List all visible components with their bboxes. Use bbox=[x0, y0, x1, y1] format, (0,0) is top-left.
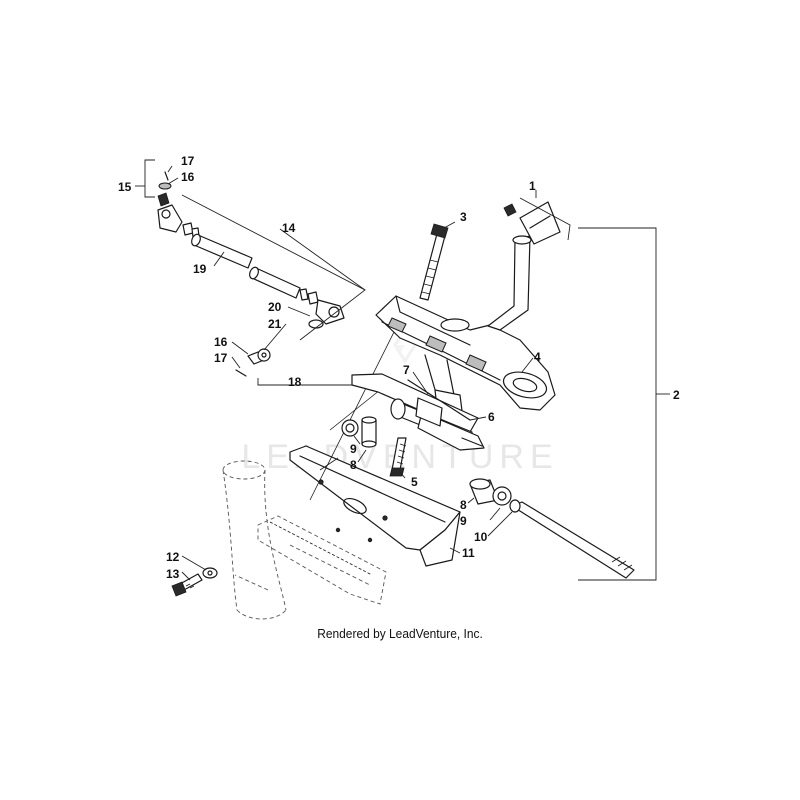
callout-4: 4 bbox=[534, 350, 541, 364]
callout-17-upper: 17 bbox=[181, 154, 195, 168]
tie-rod-assembly bbox=[157, 171, 345, 377]
bushing-set-lower bbox=[469, 478, 512, 506]
steering-head-body bbox=[375, 295, 556, 412]
callout-3: 3 bbox=[460, 210, 467, 224]
callout-19: 19 bbox=[193, 262, 207, 276]
callout-13: 13 bbox=[166, 567, 180, 581]
callout-12: 12 bbox=[166, 550, 180, 564]
upper-steering-shaft bbox=[487, 201, 561, 331]
callout-9-lower: 9 bbox=[460, 514, 467, 528]
shaft-clamp bbox=[351, 373, 485, 451]
callout-6: 6 bbox=[488, 410, 495, 424]
callout-18: 18 bbox=[288, 375, 302, 389]
callout-labels: 1 2 3 4 5 6 7 8 8 9 9 10 11 12 13 14 15 … bbox=[118, 154, 680, 581]
callout-17-lower: 17 bbox=[214, 351, 228, 365]
callout-7: 7 bbox=[403, 363, 410, 377]
bracket-bolt bbox=[389, 437, 407, 477]
callout-16-lower: 16 bbox=[214, 335, 228, 349]
callout-1: 1 bbox=[529, 179, 536, 193]
callout-15: 15 bbox=[118, 180, 132, 194]
callout-2: 2 bbox=[673, 388, 680, 402]
callout-9-upper: 9 bbox=[350, 442, 357, 456]
callout-21: 21 bbox=[268, 317, 282, 331]
callout-16-upper: 16 bbox=[181, 170, 195, 184]
callout-14: 14 bbox=[282, 221, 296, 235]
assembly-bracket-1 bbox=[519, 197, 571, 241]
mounting-bracket bbox=[257, 445, 461, 605]
assembly-bracket-15 bbox=[144, 159, 155, 198]
lower-steering-shaft bbox=[509, 499, 635, 579]
callout-8-lower: 8 bbox=[460, 498, 467, 512]
mount-hardware bbox=[171, 567, 218, 597]
callout-11: 11 bbox=[462, 546, 475, 560]
assembly-bracket-2 bbox=[578, 227, 657, 581]
long-bolt bbox=[419, 223, 449, 301]
callout-20: 20 bbox=[268, 300, 282, 314]
callout-8-upper: 8 bbox=[350, 458, 357, 472]
render-credit: Rendered by LeadVenture, Inc. bbox=[317, 626, 483, 641]
callout-10: 10 bbox=[474, 530, 488, 544]
steering-column-tube bbox=[222, 460, 287, 620]
leader-lines bbox=[167, 165, 534, 581]
callout-5: 5 bbox=[411, 475, 418, 489]
bushing-set-upper bbox=[341, 416, 377, 448]
